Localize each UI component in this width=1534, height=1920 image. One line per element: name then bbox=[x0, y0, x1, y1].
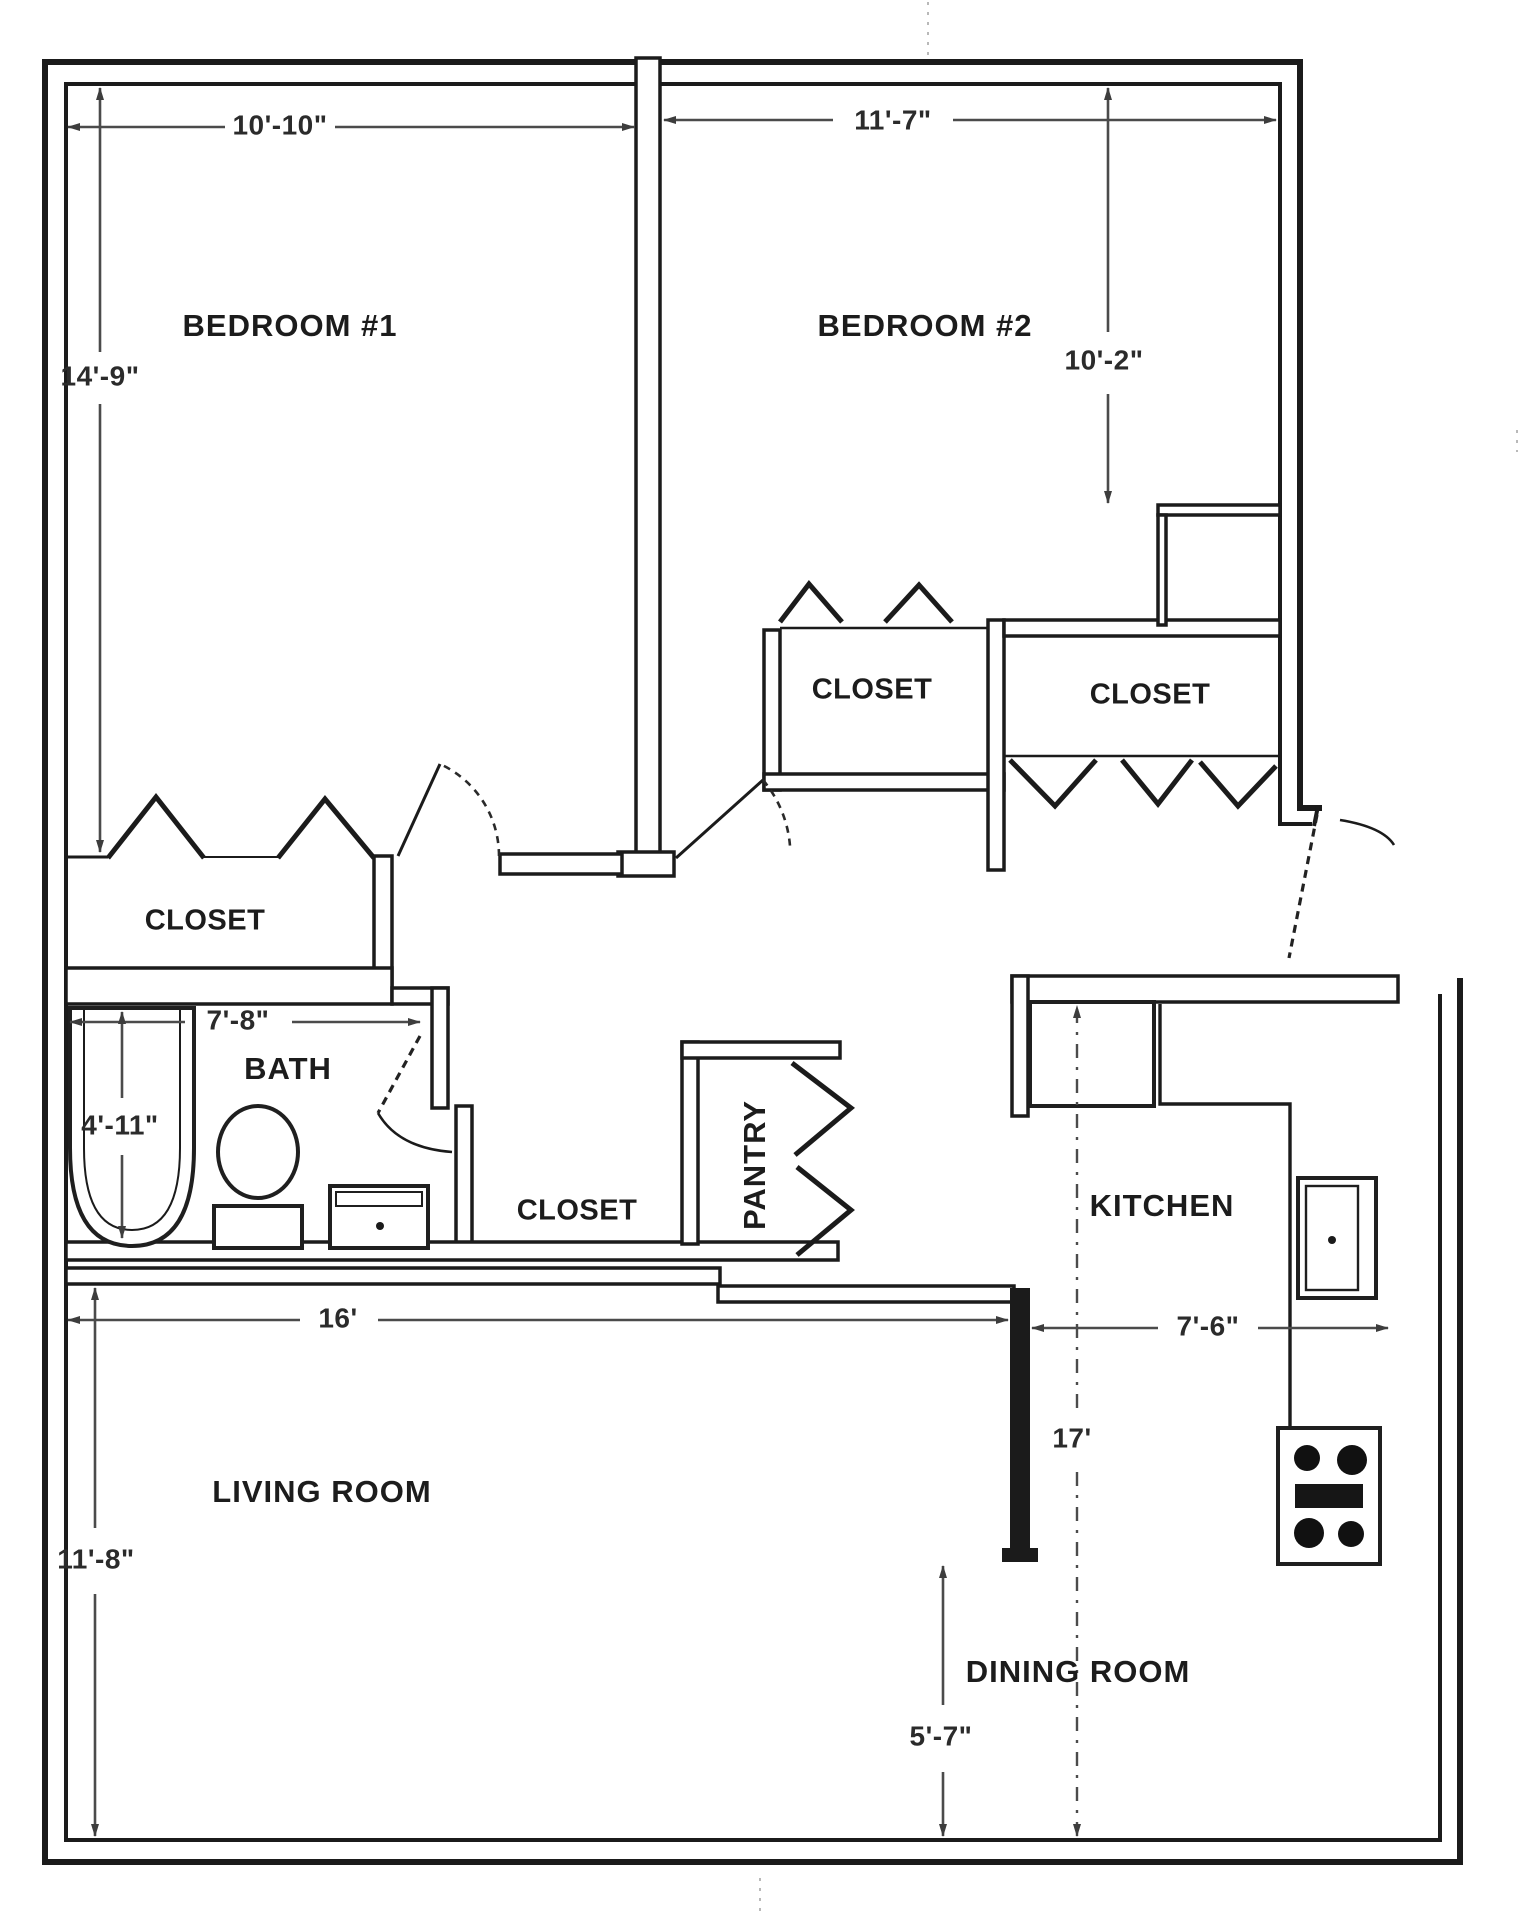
dim-label-bedroom2-width: 11'-7" bbox=[854, 104, 931, 135]
wall-bedroom-divider-cap bbox=[616, 850, 676, 878]
door-bedroom2-icon bbox=[674, 778, 765, 860]
bifold-door-icon bbox=[1198, 760, 1278, 810]
stove-burner-icon bbox=[1294, 1518, 1324, 1548]
dim-label-kitchen-width: 7'-6" bbox=[1177, 1310, 1240, 1341]
wall-stub-cap bbox=[1002, 1548, 1038, 1562]
toilet-tank-icon bbox=[212, 1204, 304, 1250]
wall-closet1-bottom bbox=[64, 966, 394, 1006]
wall-bedroom2-nook-side bbox=[1156, 513, 1168, 627]
bifold-door-icon bbox=[1008, 758, 1098, 810]
room-label-living: LIVING ROOM bbox=[212, 1474, 431, 1509]
wall-closet2L-bottom bbox=[762, 772, 1006, 792]
wall-hall-closet-left bbox=[454, 1104, 474, 1246]
bifold-door-icon bbox=[883, 581, 954, 624]
room-label-bath: BATH bbox=[244, 1051, 332, 1086]
door-entry-swing-icon bbox=[1339, 818, 1396, 846]
wall-living-dining-stub bbox=[1010, 1288, 1030, 1554]
dim-label-bedroom2-depth: 10'-2" bbox=[1065, 344, 1144, 375]
kitchen-counter-edge bbox=[1158, 1004, 1292, 1430]
closet-label-bedroom2-left: CLOSET bbox=[812, 674, 933, 706]
bifold-door-icon bbox=[276, 795, 376, 860]
room-label-kitchen: KITCHEN bbox=[1090, 1188, 1235, 1223]
wall-living-top-left bbox=[64, 1266, 722, 1286]
stove-burner-icon bbox=[1337, 1445, 1367, 1475]
wall-closet2R-top bbox=[1002, 618, 1282, 638]
dim-label-bedroom1-depth: 14'-9" bbox=[61, 360, 140, 391]
bifold-door-icon bbox=[790, 1061, 855, 1157]
door-bath-swing-icon bbox=[376, 1112, 453, 1154]
closet-label-hall: CLOSET bbox=[517, 1195, 638, 1227]
wall-bedroom-divider bbox=[634, 56, 662, 860]
bath-sink-back bbox=[335, 1191, 423, 1207]
closet-label-bedroom2-right: CLOSET bbox=[1090, 679, 1211, 711]
door-bedroom1-swing-icon bbox=[439, 762, 501, 857]
dim-label-living-width: 16' bbox=[318, 1302, 357, 1333]
toilet-icon bbox=[216, 1104, 300, 1200]
dim-label-kitchen-depth: 17' bbox=[1052, 1422, 1091, 1453]
bifold-door-icon bbox=[1120, 758, 1194, 809]
bathtub-icon bbox=[68, 1006, 196, 1249]
dim-label-bath-depth: 4'-11" bbox=[81, 1109, 158, 1140]
wall-closet2L-left bbox=[762, 628, 782, 792]
room-label-dining: DINING ROOM bbox=[966, 1654, 1191, 1689]
kitchen-sink-drain-icon bbox=[1328, 1236, 1336, 1244]
wall-bath-bottom bbox=[64, 1240, 840, 1262]
bifold-door-icon bbox=[106, 792, 206, 860]
dim-label-living-depth: 11'-8" bbox=[57, 1543, 134, 1574]
door-bedroom1-icon bbox=[396, 763, 442, 857]
stove-burner-icon bbox=[1294, 1445, 1320, 1471]
closet-label-bedroom1: CLOSET bbox=[145, 905, 266, 937]
stove-control-panel bbox=[1295, 1484, 1363, 1508]
door-entry-icon bbox=[1287, 814, 1319, 959]
bifold-door-icon bbox=[795, 1165, 855, 1257]
outer-wall bbox=[42, 59, 1463, 1865]
refrigerator-icon bbox=[1028, 1000, 1156, 1108]
bath-sink-drain-icon bbox=[376, 1222, 384, 1230]
wall-closet2-middle bbox=[986, 618, 1006, 872]
bifold-door-icon bbox=[778, 580, 844, 624]
wall-kitchen-top bbox=[1010, 974, 1400, 1004]
stove-burner-icon bbox=[1338, 1521, 1364, 1547]
dim-label-bath-width: 7'-8" bbox=[207, 1004, 270, 1035]
wall-bedroom2-nook bbox=[1156, 503, 1282, 517]
wall-hall-segment bbox=[498, 852, 624, 876]
wall-kitchen-left bbox=[1010, 974, 1030, 1118]
dim-label-dining-opening: 5'-7" bbox=[910, 1720, 973, 1751]
wall-living-top-right bbox=[716, 1284, 1016, 1304]
outer-wall-inner-line bbox=[64, 82, 1442, 1842]
bathtub-inner-line bbox=[83, 1010, 181, 1232]
dim-label-bedroom1-width: 10'-10" bbox=[232, 109, 327, 140]
wall-pantry-left bbox=[680, 1040, 700, 1246]
room-label-pantry: PANTRY bbox=[737, 1100, 772, 1230]
wall-bath-right bbox=[430, 986, 450, 1110]
door-bath-icon bbox=[376, 1035, 422, 1114]
wall-pantry-top bbox=[680, 1040, 842, 1060]
door-bedroom2-swing-icon bbox=[762, 779, 792, 847]
room-label-bedroom2: BEDROOM #2 bbox=[818, 308, 1033, 343]
room-label-bedroom1: BEDROOM #1 bbox=[183, 308, 398, 343]
